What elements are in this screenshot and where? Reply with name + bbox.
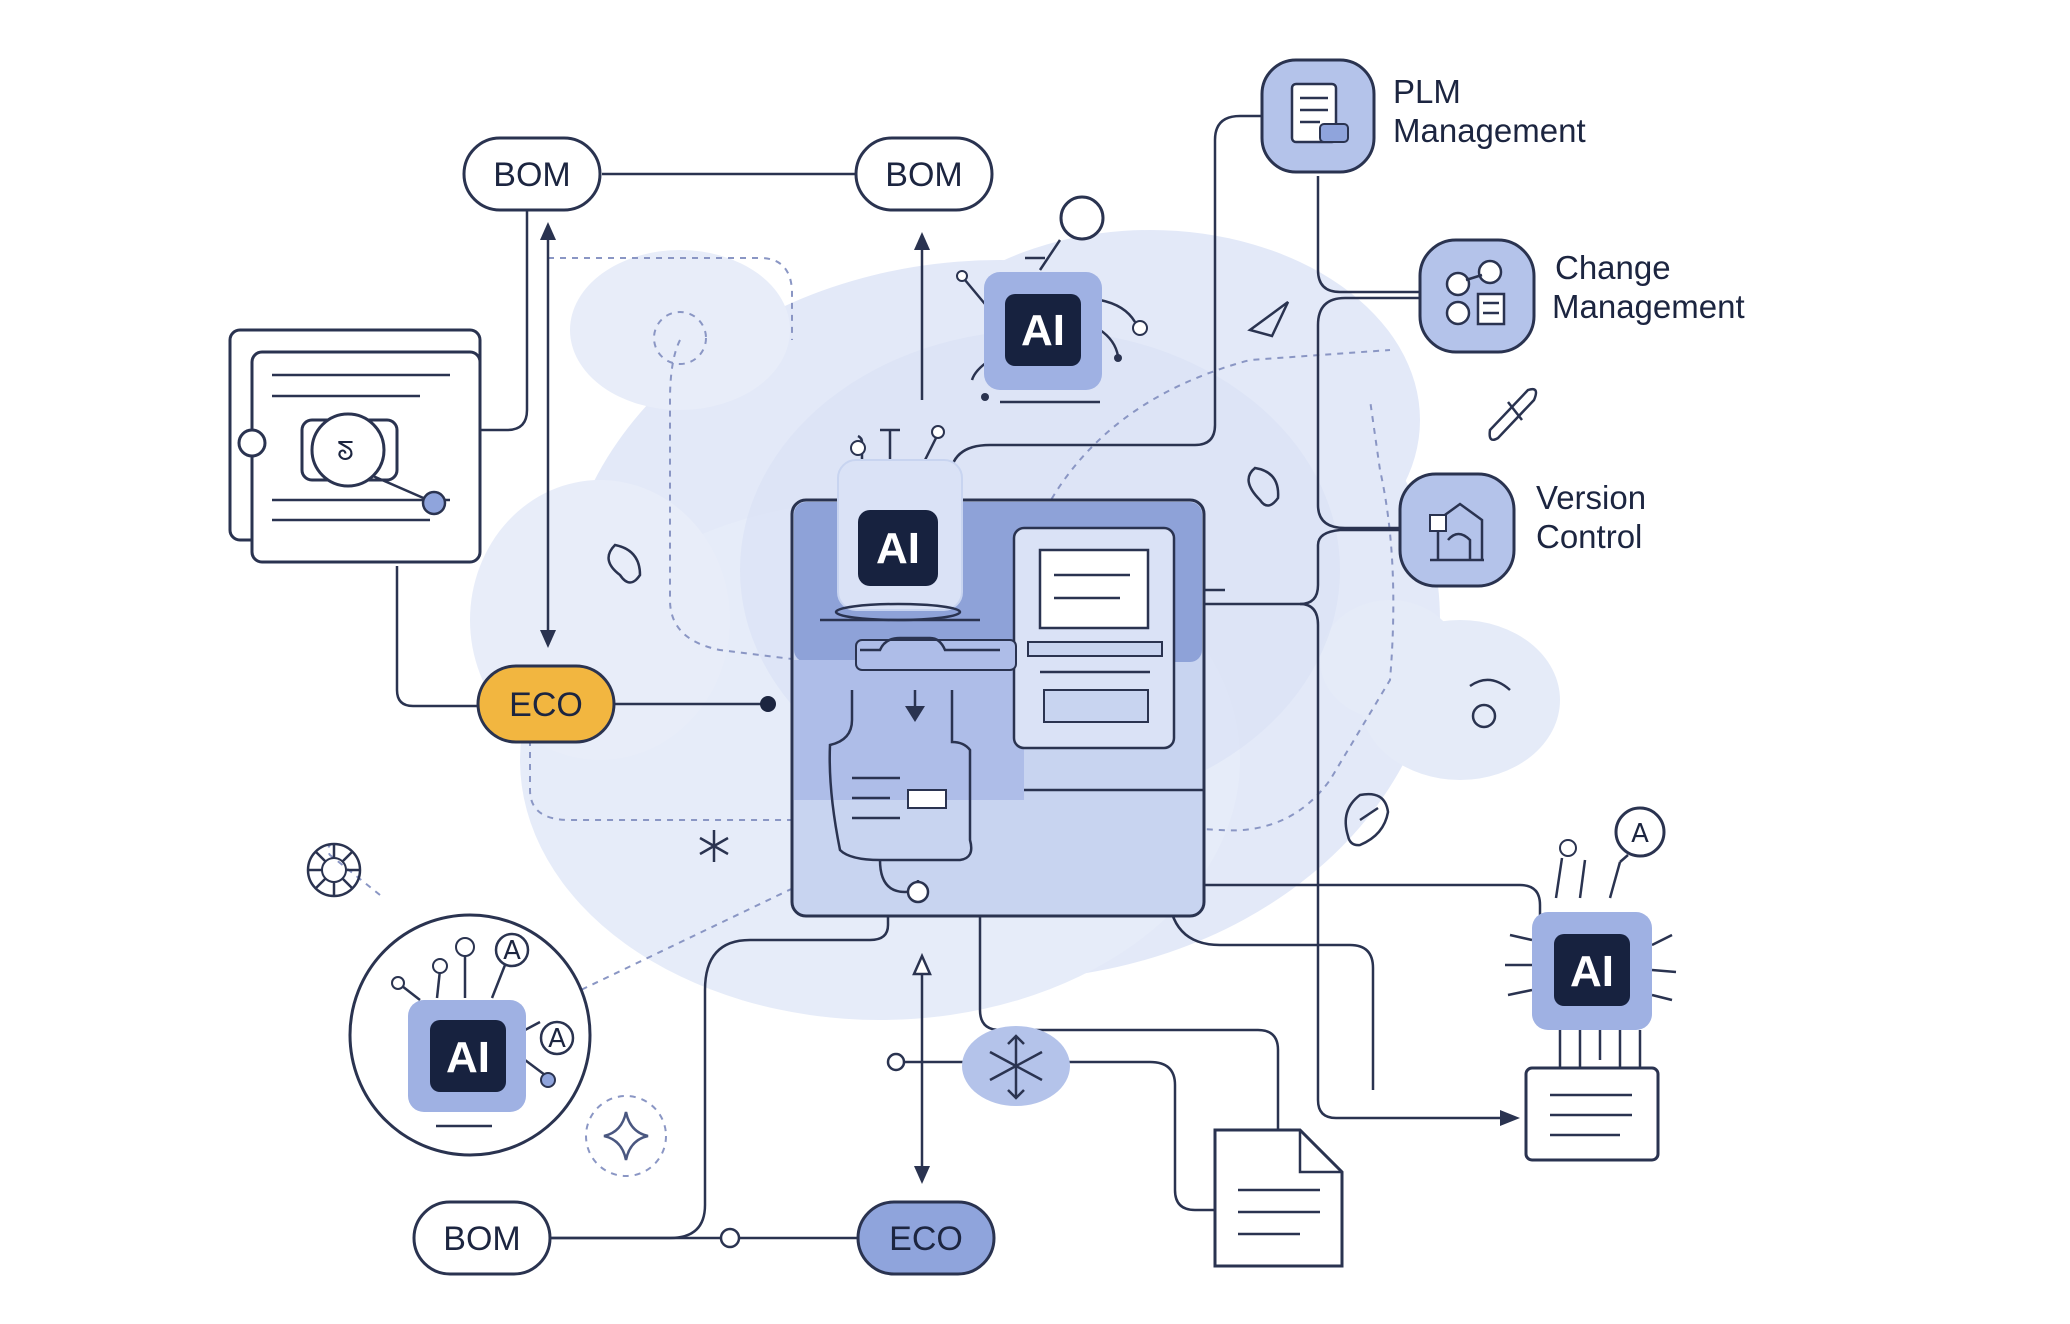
bom-node-bottom[interactable]: BOM — [412, 1200, 552, 1276]
paper-icon — [1213, 1128, 1344, 1268]
ai-label: AI — [876, 524, 920, 573]
bandage-icon — [1488, 387, 1538, 441]
doc-panel-left: ᘕ — [228, 328, 482, 564]
leaf-icon — [607, 543, 642, 584]
plm-management-node[interactable]: PLM Management — [1260, 58, 1586, 174]
letter-a-badge: A — [1631, 819, 1649, 849]
eco-node-left[interactable]: ECO — [476, 664, 616, 744]
ai-label: AI — [1570, 947, 1614, 996]
change-label-line1: Change — [1555, 249, 1671, 286]
ai-label: AI — [446, 1033, 490, 1082]
letter-a-badge: A — [548, 1024, 566, 1054]
decorative-icons — [306, 300, 1538, 1177]
change-label-line2: Management — [1552, 288, 1745, 325]
bom-label: BOM — [885, 156, 962, 194]
solid-connectors — [395, 114, 1542, 1249]
ai-chip-bottom-left[interactable]: A A AI — [348, 913, 592, 1157]
asterisk-icon — [699, 830, 729, 862]
triangle-icon — [1247, 300, 1290, 338]
sparkle-icon — [603, 1111, 649, 1161]
ai-chip-right[interactable]: A AI — [1505, 806, 1677, 1162]
bom-node-top-left[interactable]: BOM — [462, 136, 602, 212]
version-label-line1: Version — [1536, 479, 1646, 516]
signal-icon — [1469, 678, 1511, 691]
bom-label: BOM — [443, 1220, 520, 1258]
ai-label: AI — [1021, 306, 1065, 355]
settings-icon: ᘕ — [337, 437, 354, 467]
change-management-node[interactable]: Change Management — [1418, 238, 1745, 354]
plm-label-line1: PLM — [1393, 73, 1461, 110]
letter-a-badge: A — [503, 936, 521, 966]
version-control-node[interactable]: Version Control — [1398, 472, 1646, 588]
plm-label-line2: Management — [1393, 112, 1586, 149]
eco-node-bottom[interactable]: ECO — [856, 1200, 996, 1276]
bom-label: BOM — [493, 156, 570, 194]
version-label-line2: Control — [1536, 518, 1642, 555]
capsule-icon — [1344, 792, 1390, 847]
barcode-icon[interactable] — [962, 1026, 1070, 1106]
eco-label: ECO — [509, 686, 583, 724]
bom-node-top-right[interactable]: BOM — [854, 136, 994, 212]
eco-label: ECO — [889, 1220, 963, 1258]
ai-chip-top[interactable]: AI — [956, 195, 1148, 404]
version-icon — [1429, 502, 1484, 562]
ai-chip-center[interactable]: AI — [820, 425, 1000, 652]
workflow-icon — [1445, 259, 1506, 326]
document-icon — [1290, 82, 1349, 144]
